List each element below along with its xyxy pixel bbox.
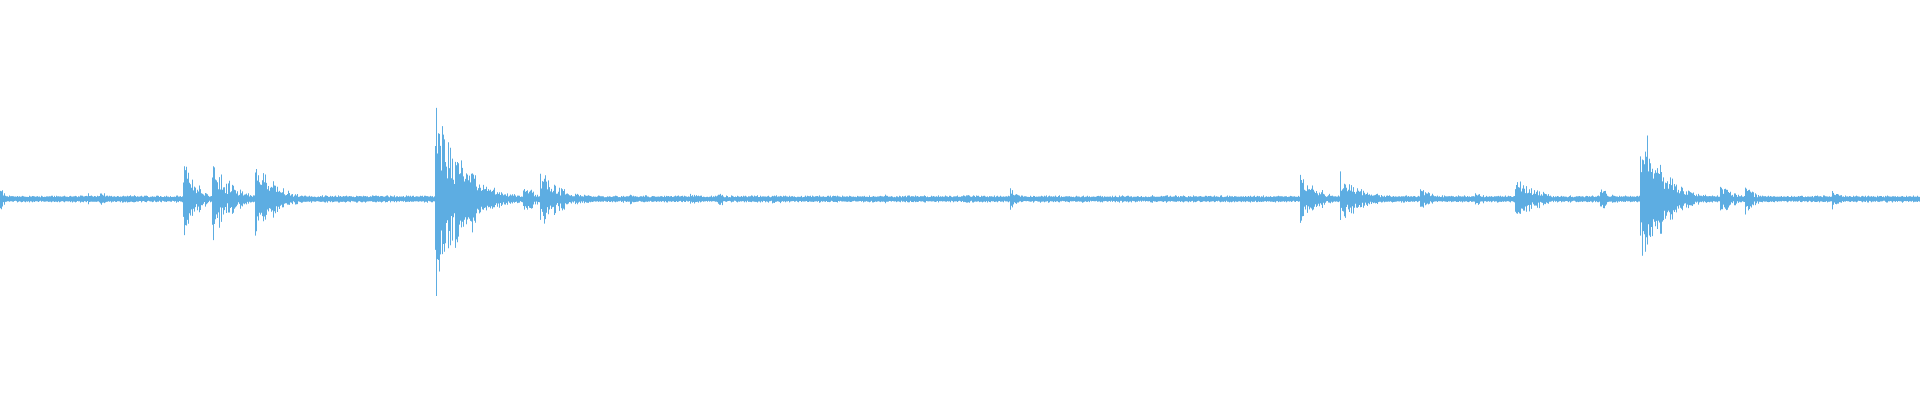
waveform-path [0, 107, 1920, 296]
